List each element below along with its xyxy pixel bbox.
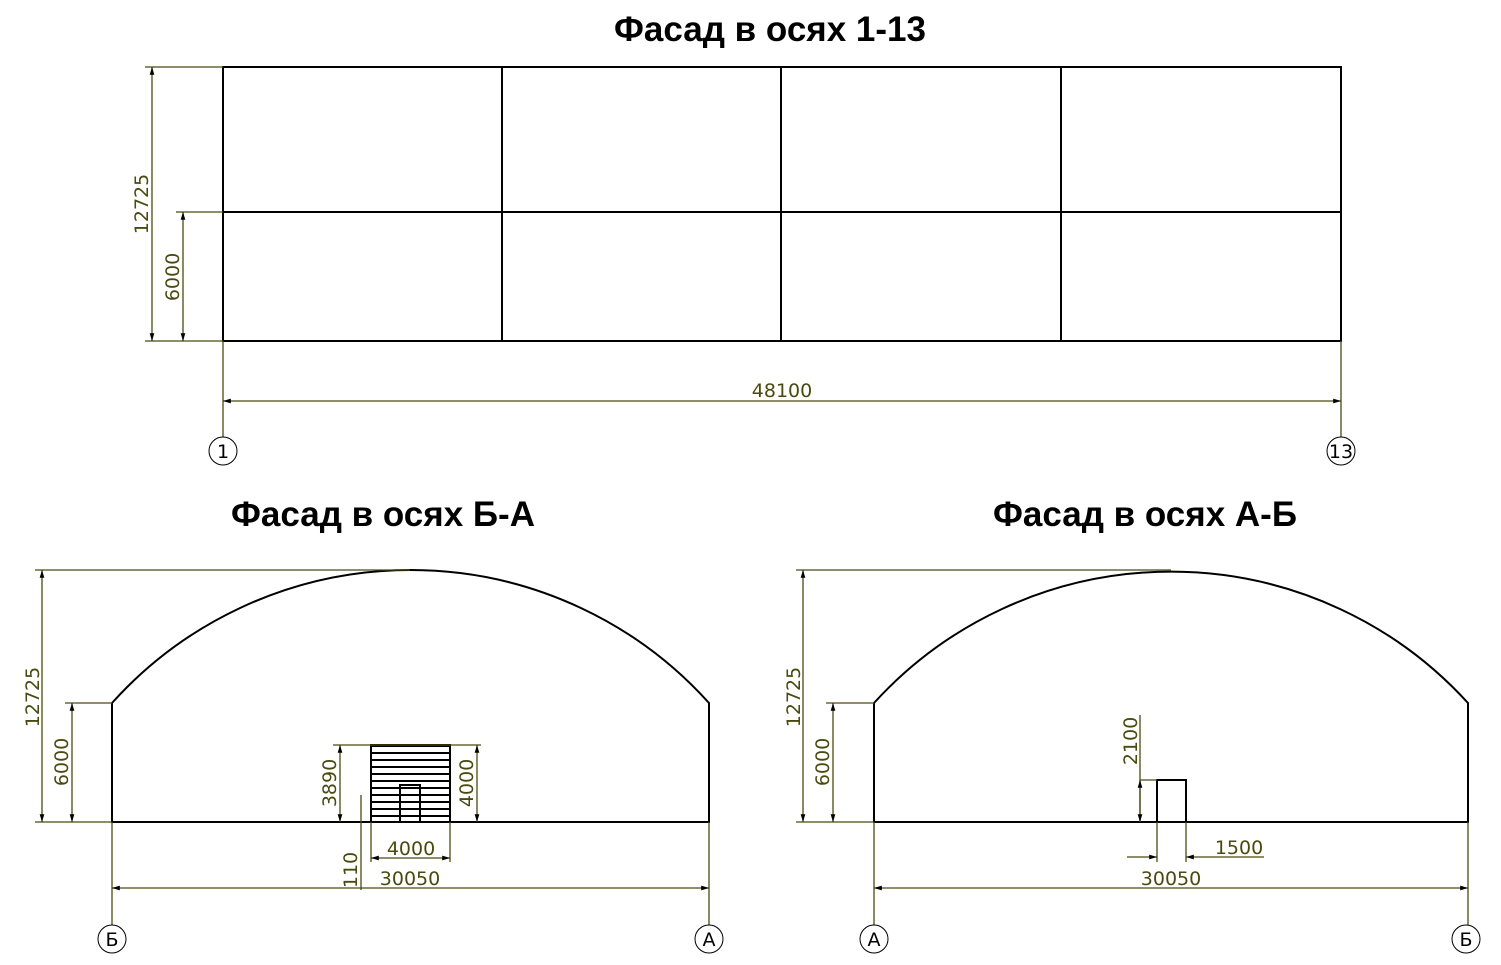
dim-height-wall: 6000 xyxy=(812,738,834,786)
dim-gate-height-full: 4000 xyxy=(456,759,478,807)
title-right: Фасад в осях А-Б xyxy=(993,495,1297,534)
dim-gate-width: 4000 xyxy=(387,838,435,860)
dim-gate-offset: 110 xyxy=(340,852,362,888)
gate xyxy=(370,744,451,823)
facade-b-a: 12725 6000 3890 4000 110 4000 30050 Б А xyxy=(22,569,724,954)
axis-marker-13 xyxy=(1326,436,1356,466)
dim-width: 30050 xyxy=(1141,868,1201,890)
axis-label: А xyxy=(868,929,881,951)
axis-label: Б xyxy=(105,929,118,951)
dim-height-total: 12725 xyxy=(783,667,805,727)
axis-marker-a xyxy=(859,924,889,954)
dim-height-total: 12725 xyxy=(131,174,153,234)
dim-height-total: 12725 xyxy=(22,667,44,727)
title-top: Фасад в осях 1-13 xyxy=(614,10,926,49)
axis-marker-1 xyxy=(208,436,238,466)
axis-marker-b xyxy=(1451,924,1481,954)
dim-door-height: 2100 xyxy=(1120,717,1142,765)
facade-a-b: 12725 6000 2100 1500 30050 А Б xyxy=(783,569,1481,954)
axis-label: 1 xyxy=(217,441,229,463)
dim-height-wall: 6000 xyxy=(51,738,73,786)
axis-label: Б xyxy=(1459,929,1472,951)
dim-gate-height: 3890 xyxy=(319,759,341,807)
dim-door-width: 1500 xyxy=(1215,837,1263,859)
dim-width: 30050 xyxy=(380,868,440,890)
axis-marker-b xyxy=(97,924,127,954)
dim-height-lower: 6000 xyxy=(162,253,184,301)
dim-length: 48100 xyxy=(752,380,812,402)
axis-label: 13 xyxy=(1329,441,1353,463)
axis-label: А xyxy=(703,929,716,951)
facade-1-13: 12725 6000 48100 1 13 xyxy=(131,66,1356,466)
axis-marker-a xyxy=(694,924,724,954)
title-left: Фасад в осях Б-А xyxy=(231,495,535,534)
